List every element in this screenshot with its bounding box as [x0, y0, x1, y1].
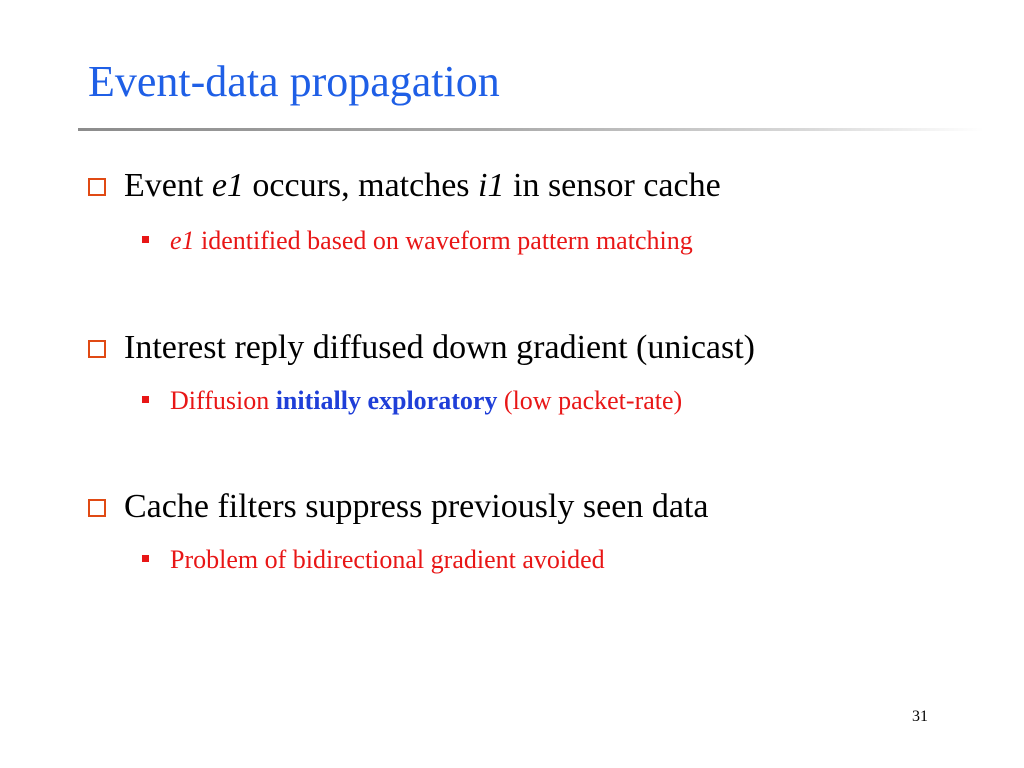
- emphasis-text: initially exploratory: [275, 386, 498, 415]
- sub-bullet-item: Problem of bidirectional gradient avoide…: [142, 543, 605, 577]
- hollow-square-bullet-icon: [88, 178, 106, 196]
- page-number: 31: [912, 708, 928, 725]
- filled-square-bullet-icon: [142, 235, 149, 243]
- bullet-run: occurs, matches: [243, 167, 479, 204]
- sub-bullet-text: Diffusion initially exploratory (low pac…: [170, 384, 682, 418]
- bullet-run: Cache filters suppress previously seen d…: [124, 488, 709, 525]
- title-divider: [78, 128, 984, 131]
- sub-bullet-run-italic: e1: [170, 226, 195, 255]
- bullet-run-italic: i1: [478, 167, 505, 204]
- bullet-item: Interest reply diffused down gradient (u…: [88, 324, 755, 372]
- filled-square-bullet-icon: [142, 395, 149, 403]
- hollow-square-bullet-icon: [88, 340, 106, 358]
- bullet-run: in sensor cache: [504, 167, 721, 204]
- sub-bullet-run: Problem of bidirectional gradient avoide…: [170, 545, 605, 574]
- sub-bullet-text: Problem of bidirectional gradient avoide…: [170, 543, 605, 577]
- bullet-run: Event: [124, 167, 212, 204]
- bullet-text: Interest reply diffused down gradient (u…: [124, 324, 755, 372]
- sub-bullet-run: (low packet-rate): [497, 386, 683, 415]
- bullet-text: Event e1 occurs, matches i1 in sensor ca…: [124, 162, 721, 210]
- sub-bullet-run: Diffusion: [170, 386, 276, 415]
- bullet-text: Cache filters suppress previously seen d…: [124, 483, 708, 531]
- sub-bullet-item: Diffusion initially exploratory (low pac…: [142, 384, 682, 418]
- sub-bullet-item: e1 identified based on waveform pattern …: [142, 224, 693, 258]
- filled-square-bullet-icon: [142, 554, 149, 562]
- slide-title: Event-data propagation: [88, 57, 500, 106]
- bullet-run: Interest reply diffused down gradient (u…: [124, 329, 756, 366]
- bullet-item: Event e1 occurs, matches i1 in sensor ca…: [88, 162, 721, 210]
- bullet-run-italic: e1: [211, 167, 244, 204]
- sub-bullet-run: identified based on waveform pattern mat…: [194, 226, 693, 255]
- sub-bullet-text: e1 identified based on waveform pattern …: [170, 224, 693, 258]
- bullet-item: Cache filters suppress previously seen d…: [88, 483, 708, 531]
- hollow-square-bullet-icon: [88, 499, 106, 517]
